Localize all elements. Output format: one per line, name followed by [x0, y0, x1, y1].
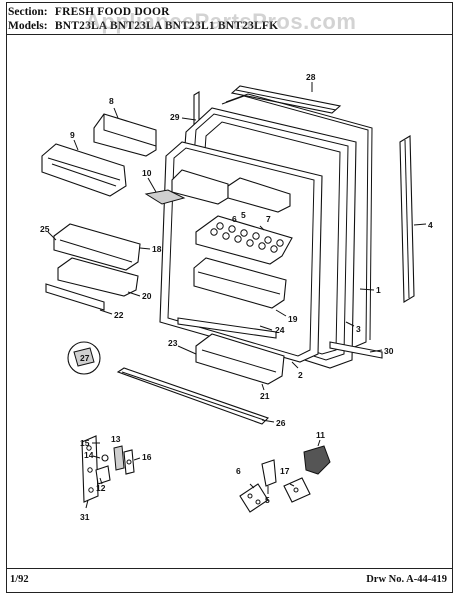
section-label: Section:: [8, 6, 48, 18]
callout-28: 28: [306, 72, 316, 82]
part-top-trim-strip: [230, 85, 342, 114]
part-bracket-clip: [144, 189, 186, 205]
callout-26: 26: [276, 418, 286, 428]
callout-24: 24: [275, 325, 285, 335]
part-bin-lower-left: [57, 257, 139, 297]
section-title: FRESH FOOD DOOR: [54, 6, 170, 18]
callout-29: 29: [170, 112, 180, 122]
part-hinge-bracket-assembly: [81, 435, 135, 503]
part-shelf-bar: [45, 283, 105, 311]
footer-drawing-number: Drw No. A-44-419: [366, 574, 447, 585]
models-label: Models:: [8, 20, 48, 32]
part-bottom-trim-strip: [329, 341, 383, 359]
callout-17: 17: [280, 466, 290, 476]
header-divider: [6, 34, 453, 35]
part-bottom-long-strip: [116, 367, 270, 425]
part-left-bin: [53, 223, 141, 271]
footer-divider: [6, 568, 453, 569]
callout-19: 19: [288, 314, 298, 324]
part-right-hardware: [239, 445, 331, 513]
footer-date: 1/92: [10, 574, 29, 585]
callout-10: 10: [142, 168, 152, 178]
callout-23: 23: [168, 338, 178, 348]
callout-30: 30: [384, 346, 394, 356]
callout-27: 27: [80, 353, 90, 363]
callout-13: 13: [111, 434, 121, 444]
part-gasket-outer: [221, 93, 373, 349]
watermark: AppliancePartsPros.com: [85, 9, 357, 34]
callout-labels: 28 29 8 9 10 7 6 5 4 25 18 20 22 1 19 24…: [40, 72, 433, 522]
callout-5-lower: 5: [265, 495, 270, 505]
callout-31: 31: [80, 512, 90, 522]
callout-11: 11: [316, 430, 325, 440]
part-dairy-compartment-door: [41, 143, 127, 197]
callout-15: 15: [80, 438, 90, 448]
callout-20: 20: [142, 291, 152, 301]
callout-1: 1: [376, 285, 381, 295]
callout-9: 9: [70, 130, 75, 140]
part-door-bar: [177, 317, 277, 339]
callout-22: 22: [114, 310, 124, 320]
callout-12: 12: [96, 483, 106, 493]
callout-25: 25: [40, 224, 50, 234]
part-right-trim-strip: [399, 135, 415, 303]
callout-5-upper: 5: [241, 210, 246, 220]
callout-18: 18: [152, 244, 162, 254]
callout-7: 7: [266, 214, 271, 224]
part-detail-inset: [67, 341, 101, 375]
callout-8: 8: [109, 96, 114, 106]
models-list: BNT23LA BNT23LA BNT23L1 BNT23LFK: [54, 20, 279, 32]
callout-4: 4: [428, 220, 433, 230]
section-row: Section: FRESH FOOD DOOR: [8, 6, 170, 18]
part-door-shelf-lower: [193, 257, 287, 309]
callout-21: 21: [260, 391, 270, 401]
callout-6-upper: 6: [232, 214, 237, 224]
part-egg-tray: [195, 215, 293, 265]
callout-16: 16: [142, 452, 152, 462]
models-row: Models: BNT23LA BNT23LA BNT23L1 BNT23LFK: [8, 20, 278, 32]
part-upper-dairy-bin: [93, 113, 157, 157]
callout-14: 14: [84, 450, 94, 460]
callout-3: 3: [356, 324, 361, 334]
part-upper-door-shelf: [171, 169, 291, 213]
callout-2: 2: [298, 370, 303, 380]
diagram-frame: [6, 2, 453, 593]
part-bottom-door-bin: [195, 333, 285, 385]
callout-6-lower: 6: [236, 466, 241, 476]
